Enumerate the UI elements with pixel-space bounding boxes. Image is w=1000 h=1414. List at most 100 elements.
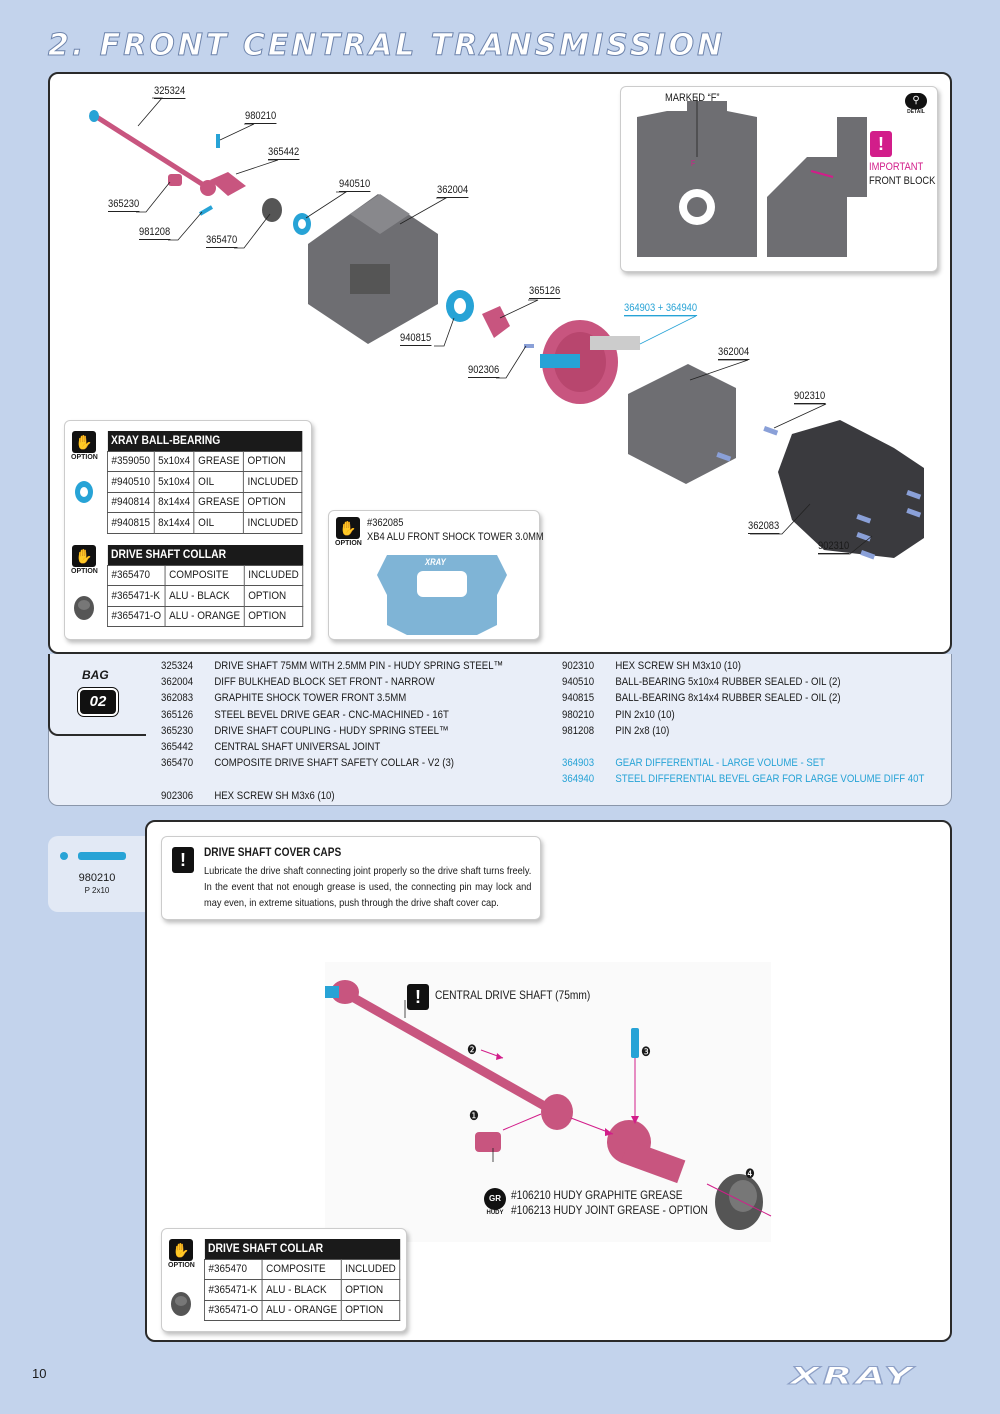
part-number: 365126 bbox=[161, 708, 194, 721]
part-description: BALL-BEARING 8x14x4 RUBBER SEALED - OIL … bbox=[615, 692, 841, 705]
side-pin-num: 980210 bbox=[78, 872, 116, 884]
bag-badge: BAG 02 bbox=[48, 654, 146, 736]
part-number: 902310 bbox=[562, 660, 595, 672]
parts-row: 365442 CENTRAL SHAFT UNIVERSAL JOINT bbox=[161, 739, 503, 755]
detail-badge: ⚲ DETAIL bbox=[903, 93, 929, 117]
option-text: OPTION bbox=[168, 1262, 195, 1269]
side-pin-box: 980210 P 2x10 bbox=[48, 836, 146, 912]
cell: #359050 bbox=[107, 450, 155, 472]
option-badge-collar: ✋ OPTION bbox=[71, 545, 98, 575]
option-badge-collar-2: ✋ OPTION bbox=[168, 1239, 195, 1269]
note-text: Lubricate the drive shaft connecting joi… bbox=[204, 865, 532, 909]
side-pin-desc: P 2x10 bbox=[84, 886, 110, 895]
alu-shocktower-art bbox=[377, 555, 507, 635]
step-2-marker: ❷ bbox=[467, 1042, 477, 1057]
part-number: 365442 bbox=[161, 741, 194, 754]
part-description: DIFF BULKHEAD BLOCK SET FRONT - NARROW bbox=[214, 676, 435, 689]
cell: GREASE bbox=[193, 491, 244, 513]
cell: INCLUDED bbox=[243, 564, 304, 586]
parts-row bbox=[562, 739, 924, 755]
cell: OPTION bbox=[243, 491, 303, 513]
cell: #365471-O bbox=[106, 605, 166, 627]
option-text: OPTION bbox=[335, 540, 362, 547]
collar-icon bbox=[171, 1292, 191, 1316]
cell: #365471-O bbox=[203, 1299, 263, 1321]
cell: #365471-K bbox=[106, 585, 166, 607]
cell: COMPOSITE bbox=[261, 1258, 342, 1280]
part-number bbox=[562, 739, 615, 755]
cell: OIL bbox=[193, 512, 244, 534]
label-362004-b: 362004 bbox=[718, 346, 750, 360]
label-365126: 365126 bbox=[529, 285, 561, 299]
page-title: 2. FRONT CENTRAL TRANSMISSION bbox=[47, 28, 726, 64]
xray-logo: XRAY bbox=[789, 1362, 916, 1391]
part-number: 902306 bbox=[161, 789, 194, 802]
part-number: 364903 bbox=[562, 757, 595, 770]
step-3-marker: ❸ bbox=[641, 1044, 651, 1059]
marked-f-label: MARKED “F” bbox=[665, 92, 720, 104]
collar-icon bbox=[74, 596, 94, 620]
important-icon: ! bbox=[870, 131, 892, 157]
cell: 8x14x4 bbox=[153, 491, 195, 513]
part-number: 362004 bbox=[161, 676, 194, 689]
shocktower-brand: XRAY bbox=[425, 557, 446, 567]
part-description: COMPOSITE DRIVE SHAFT SAFETY COLLAR - V2… bbox=[214, 757, 455, 770]
drive-shaft-assembly-art bbox=[325, 962, 772, 1242]
ballbearing-title: XRAY BALL-BEARING bbox=[107, 431, 303, 451]
important-label: IMPORTANT bbox=[869, 161, 924, 173]
part-number: 364940 bbox=[562, 773, 595, 786]
part-description: BALL-BEARING 5x10x4 RUBBER SEALED - OIL … bbox=[615, 676, 841, 689]
hudy-brand: HUDY bbox=[486, 1210, 504, 1216]
cell: ALU - BLACK bbox=[261, 1279, 342, 1301]
part-description: DRIVE SHAFT 75MM WITH 2.5MM PIN - HUDY S… bbox=[214, 660, 504, 672]
option-badge-shocktower: ✋ OPTION bbox=[335, 517, 362, 547]
cell: COMPOSITE bbox=[164, 564, 245, 586]
collar-title: DRIVE SHAFT COLLAR bbox=[107, 545, 303, 565]
cell: GREASE bbox=[193, 450, 244, 472]
label-364903-364940: 364903 + 364940 bbox=[624, 302, 698, 316]
magnifier-icon: ⚲ bbox=[905, 93, 927, 109]
cell: OPTION bbox=[340, 1299, 401, 1321]
label-365230: 365230 bbox=[108, 198, 140, 212]
bearing-icon bbox=[75, 481, 93, 503]
grease-label-1: #106210 HUDY GRAPHITE GREASE bbox=[511, 1188, 683, 1202]
collar-title-2: DRIVE SHAFT COLLAR bbox=[204, 1239, 400, 1259]
cell: INCLUDED bbox=[243, 512, 303, 534]
shocktower-part: #362085 bbox=[367, 517, 404, 529]
exploded-diagram-art bbox=[89, 97, 924, 560]
label-362004-a: 362004 bbox=[437, 184, 469, 198]
cell: OIL bbox=[193, 471, 244, 493]
front-block-label: FRONT BLOCK bbox=[869, 175, 936, 187]
cell: 5x10x4 bbox=[153, 450, 195, 472]
parts-row bbox=[161, 771, 503, 787]
shocktower-name: XB4 ALU FRONT SHOCK TOWER 3.0MM bbox=[367, 531, 544, 543]
step-1-marker: ❶ bbox=[469, 1108, 479, 1123]
cell: ALU - ORANGE bbox=[164, 605, 245, 627]
grease-icon: GR bbox=[484, 1188, 506, 1210]
label-365470: 365470 bbox=[206, 234, 238, 248]
assembly-step-panel: ! DRIVE SHAFT COVER CAPS Lubricate the d… bbox=[145, 820, 952, 1342]
part-number: 362083 bbox=[161, 692, 194, 705]
option-text: OPTION bbox=[71, 568, 98, 575]
central-shaft-label: CENTRAL DRIVE SHAFT (75mm) bbox=[435, 988, 591, 1002]
part-description: GEAR DIFFERENTIAL - LARGE VOLUME - SET bbox=[615, 757, 826, 770]
part-number: 980210 bbox=[562, 708, 595, 721]
part-description: CENTRAL SHAFT UNIVERSAL JOINT bbox=[214, 741, 381, 754]
